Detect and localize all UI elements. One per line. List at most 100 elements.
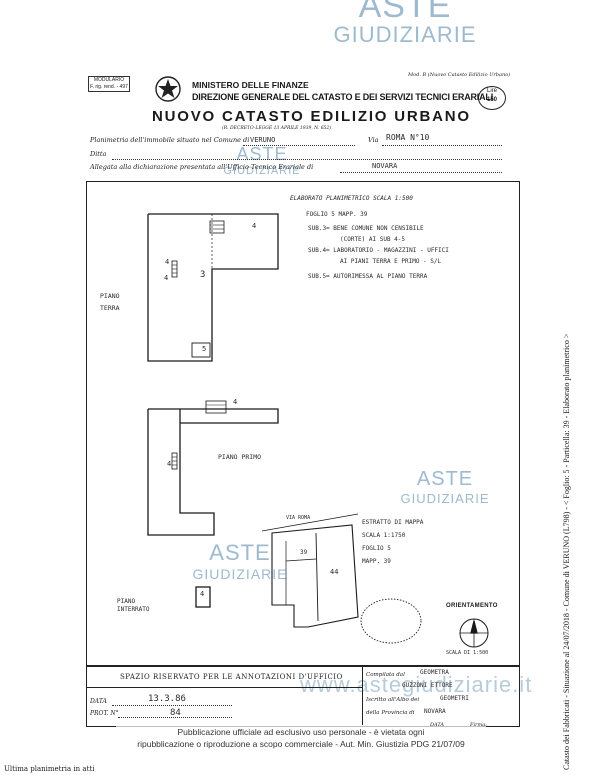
label-room-4-c: 4 <box>164 274 169 282</box>
ditta-label: Ditta <box>90 150 107 158</box>
footer-prot-line <box>118 717 232 718</box>
via-prefix: Via <box>368 136 379 144</box>
plan-sub4: SUB.4= LABORATORIO - MAGAZZINI - UFFICI <box>308 247 449 254</box>
ufficio-value: NOVARA <box>372 162 398 170</box>
provincia-label: della Provincia di <box>366 710 415 716</box>
ufficio-line <box>340 172 502 173</box>
footer-prot-label: PROT. N° <box>90 710 119 717</box>
label-room-4-f: 4 <box>200 590 205 598</box>
label-room-4-d: 4 <box>233 398 238 406</box>
label-piano-interrato-1: PIANO <box>117 598 136 605</box>
compilata-label: Compilata dal <box>366 672 405 678</box>
label-piano-interrato: PIANO INTERRATO <box>117 598 150 614</box>
allegata-text: Allegata alla dichiarazione presentata a… <box>90 163 314 171</box>
plan-foglio: FOGLIO 5 MAPP. 39 <box>306 211 368 218</box>
label-piano-terra-text: PIANO TERRA <box>100 292 120 312</box>
label-room-5: 5 <box>202 345 207 353</box>
disclaimer-line1: Pubblicazione ufficiale ad esclusivo uso… <box>177 727 425 737</box>
watermark-brand-bottom: GIUDIZIARIE <box>223 165 301 177</box>
office-stamp-icon <box>360 598 422 644</box>
plan-sub3: SUB.3= BENE COMUNE NON CENSIBILE <box>308 225 424 232</box>
footer-divider-v <box>362 665 363 725</box>
label-room-4-a: 4 <box>252 222 257 230</box>
plan-frame <box>86 181 520 667</box>
watermark-logo-mid2: ASTE GIUDIZIARIE <box>400 468 490 506</box>
estratto-scale: SCALA 1:1750 <box>362 532 406 539</box>
emblem-icon <box>154 74 182 104</box>
map-street-edge <box>261 513 359 532</box>
plan-sub4b: AI PIANI TERRA E PRIMO - S/L <box>340 258 442 265</box>
firma-label: Firma: <box>470 722 487 728</box>
decree: (R. DECRETO-LEGGE 13 APRILE 1939, N. 652… <box>222 126 332 131</box>
modulo-code: F. rig. rend. - 497 <box>90 84 128 90</box>
estratto-foglio: FOGLIO 5 <box>362 545 391 552</box>
plan-sub5: SUB.5= AUTORIMESSA AL PIANO TERRA <box>308 273 428 280</box>
watermark-logo-low: ASTE GIUDIZIARIE <box>190 540 290 582</box>
label-piano-terra: PIANO TERRA <box>100 290 140 314</box>
footer-data-label: DATA <box>90 698 107 705</box>
stamp-line1: Lire <box>486 88 497 94</box>
side-cadastral-text: Catasto dei Fabbricati - Situazione al 2… <box>562 333 571 770</box>
bottom-note: Ultima planimetria in atti <box>4 765 95 773</box>
plan-notes: ELABORATO PLANIMETRICO SCALA 1:500 FOGLI… <box>290 193 449 282</box>
modulo-label: MODULARIO <box>93 77 125 83</box>
compilata-name: GUZZONI ETTORE <box>402 682 453 689</box>
footer-data-value: 13.3.86 <box>148 694 186 704</box>
reserved-space-label: SPAZIO RISERVATO PER LE ANNOTAZIONI D'UF… <box>120 673 343 681</box>
ground-floor-outline <box>147 213 279 362</box>
comune-value: VERUNO <box>250 136 276 144</box>
watermark-logo-mid1: ASTE GIUDIZIARIE <box>222 144 302 177</box>
watermark-logo-top: ASTE GIUDIZIARIE <box>330 0 480 46</box>
label-piano-interrato-2: INTERRATO <box>117 606 150 613</box>
plan-title: ELABORATO PLANIMETRICO SCALA 1:500 <box>290 195 413 202</box>
stair-ground <box>209 220 225 234</box>
estratto-title: ESTRATTO DI MAPPA <box>362 519 424 526</box>
document-title: NUOVO CATASTO EDILIZIO URBANO <box>152 108 471 125</box>
orientation-scale: SCALA DI 1:500 <box>446 650 489 656</box>
basement-outline <box>195 586 211 608</box>
watermark-brand-bottom: GIUDIZIARIE <box>333 22 477 47</box>
estratto-street: VIA ROMA <box>286 515 311 521</box>
disclaimer-line2: ripubblicazione o riproduzione a scopo c… <box>137 739 465 749</box>
provincia-value: NOVARA <box>424 708 446 715</box>
footer-divider-h <box>86 687 362 688</box>
floor-plans-drawing <box>147 213 489 648</box>
label-room-4-b: 4 <box>165 258 170 266</box>
via-line <box>382 145 502 146</box>
first-floor-outline <box>147 408 279 536</box>
ditta-line <box>112 159 502 160</box>
planimetria-prefix: Planimetria dell'immobile situato nel Co… <box>90 136 250 144</box>
label-parcel-39: 39 <box>300 549 308 556</box>
iscritto-label: Iscritto all'Albo dei <box>366 697 420 703</box>
watermark-brand-top: ASTE <box>358 0 452 25</box>
compilata-value: GEOMETRA <box>420 669 449 676</box>
watermark-brand-top: ASTE <box>416 468 474 490</box>
via-value: ROMA N°10 <box>386 133 430 142</box>
watermark-brand-bottom: GIUDIZIARIE <box>400 491 490 506</box>
watermark-brand-top: ASTE <box>209 540 271 565</box>
comune-line <box>243 145 355 146</box>
stamp-box: Lire 150 <box>478 86 506 110</box>
stamp-line2: 150 <box>486 97 497 103</box>
label-room-4-e: 4 <box>167 460 172 468</box>
orientation-label: ORIENTAMENTO <box>446 603 498 609</box>
iscritto-value: GEOMETRI <box>440 695 469 702</box>
footer-data-line <box>112 705 232 706</box>
label-parcel-44: 44 <box>330 568 339 576</box>
disclaimer: Pubblicazione ufficiale ad esclusivo uso… <box>116 726 486 750</box>
modulo-box: MODULARIO F. rig. rend. - 497 <box>88 76 130 92</box>
garage-sub5 <box>191 342 211 358</box>
footer-data2-label: DATA <box>430 722 445 728</box>
watermark-brand-top: ASTE <box>236 144 288 164</box>
footer-prot-value: 84 <box>170 708 181 718</box>
watermark-brand-bottom: GIUDIZIARIE <box>192 566 288 582</box>
label-room-3: 3 <box>200 270 206 280</box>
ministry-name: MINISTERO DELLE FINANZE <box>192 80 309 90</box>
label-piano-primo: PIANO PRIMO <box>218 453 262 461</box>
estratto-mapp: MAPP. 39 <box>362 558 391 565</box>
map-parcel-outline <box>271 524 359 628</box>
direction-name: DIREZIONE GENERALE DEL CATASTO E DEI SER… <box>192 92 493 102</box>
stair-first <box>205 400 227 414</box>
mod-ref: Mod. B (Nuovo Catasto Edilizio Urbano) <box>408 72 511 78</box>
watermark-url: www.astegiudiziarie.it <box>300 672 533 697</box>
